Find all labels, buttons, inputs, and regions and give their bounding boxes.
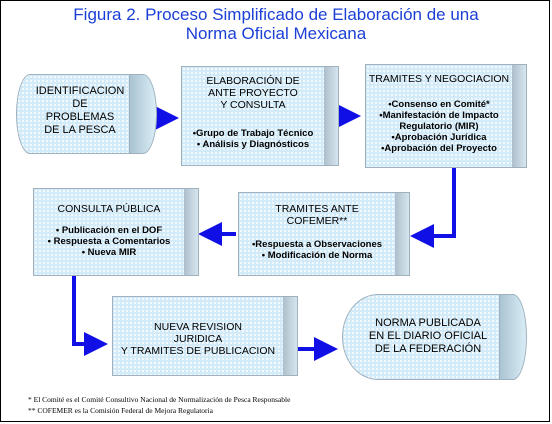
node-cofemer: TRAMITES ANTE COFEMER** •Respuesta a Obs…: [238, 192, 410, 276]
node-identificacion: IDENTIFICACION DE PROBLEMAS DE LA PESCA: [16, 74, 157, 154]
node-cofemer-item: •Respuesta a Observaciones: [251, 239, 383, 250]
node-identificacion-line: IDENTIFICACION: [35, 85, 125, 97]
node-publicada-line: EN EL DIARIO OFICIAL: [368, 330, 488, 342]
box-side: [512, 64, 527, 168]
node-tramites-item: •Consenso en Comité*: [388, 99, 490, 110]
node-consulta: CONSULTA PÚBLICA • Publicación en el DOF…: [33, 188, 199, 276]
node-revision-line: NUEVA REVISION: [154, 321, 242, 333]
node-elaboracion-title: Y CONSULTA: [220, 99, 286, 111]
node-identificacion-text: IDENTIFICACION DE PROBLEMAS DE LA PESCA: [17, 75, 143, 137]
box-side: [184, 188, 199, 276]
box-side: [283, 296, 298, 376]
node-tramites-title: TRAMITES Y NEGOCIACION: [368, 73, 510, 85]
arrow-consulta-to-revision: [72, 276, 108, 356]
node-tramites-item: •Manifestación de Impacto: [379, 110, 499, 121]
node-tramites-item: •Aprobación Jurídica: [391, 132, 487, 143]
node-publicada: NORMA PUBLICADA EN EL DIARIO OFICIAL DE …: [342, 294, 527, 380]
cylinder-cap: [499, 294, 527, 380]
node-elaboracion: ELABORACIÓN DE ANTE PROYECTO Y CONSULTA …: [181, 66, 339, 166]
node-cofemer-item: • Modificación de Norma: [261, 250, 373, 261]
node-elaboracion-item: • Análisis y Diagnósticos: [196, 139, 310, 150]
node-cofemer-title: TRAMITES ANTE: [275, 203, 359, 215]
node-cofemer-title: COFEMER**: [286, 215, 348, 227]
figure-title: Figura 2. Proceso Simplificado de Elabor…: [0, 5, 552, 43]
box-side: [395, 192, 410, 276]
footnote-comite: * El Comité es el Comité Consultivo Naci…: [28, 395, 291, 404]
box-side: [324, 66, 339, 166]
node-identificacion-line: PROBLEMAS: [45, 111, 115, 123]
node-elaboracion-title: ELABORACIÓN DE: [206, 75, 300, 87]
title-line-2: Norma Oficial Mexicana: [185, 24, 367, 43]
node-consulta-title: CONSULTA PÚBLICA: [57, 203, 161, 215]
cylinder-cap: [129, 74, 157, 154]
node-consulta-item: • Publicación en el DOF: [55, 225, 163, 236]
node-consulta-item: • Nueva MIR: [81, 247, 137, 258]
node-consulta-item: • Respuesta a Comentarios: [47, 236, 171, 247]
title-line-1: Figura 2. Proceso Simplificado de Elabor…: [73, 5, 479, 24]
node-revision: NUEVA REVISION JURIDICA Y TRAMITES DE PU…: [112, 296, 298, 376]
node-elaboracion-title: ANTE PROYECTO: [208, 87, 298, 99]
node-publicada-line: DE LA FEDERACIÓN: [374, 343, 482, 355]
footnote-cofemer: ** COFEMER es la Comisión Federal de Mej…: [28, 406, 213, 415]
node-elaboracion-item: •Grupo de Trabajo Técnico: [192, 128, 314, 139]
node-revision-line: JURIDICA: [173, 333, 223, 345]
node-publicada-line: NORMA PUBLICADA: [375, 317, 481, 329]
node-tramites-item: Regulatorio (MIR): [399, 121, 479, 132]
node-identificacion-line: DE: [72, 98, 88, 110]
node-revision-line: Y TRAMITES DE PUBLICACION: [120, 345, 276, 357]
node-tramites: TRAMITES Y NEGOCIACION •Consenso en Comi…: [365, 64, 527, 168]
arrow-tramites-to-cofemer: [410, 168, 456, 248]
node-tramites-item: •Aprobación del Proyecto: [381, 143, 497, 154]
node-identificacion-line: DE LA PESCA: [44, 124, 116, 136]
